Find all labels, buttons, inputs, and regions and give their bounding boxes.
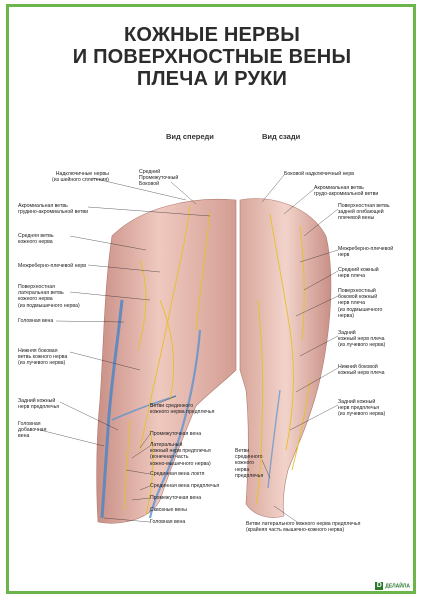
title-line-1: КОЖНЫЕ НЕРВЫ	[123, 24, 301, 46]
leader-line	[283, 188, 315, 215]
leader-line	[170, 181, 197, 205]
title-line-3: ПЛЕЧА И РУКИ	[136, 68, 288, 90]
front-view-heading: Вид спереди	[166, 132, 214, 141]
back-vein	[267, 389, 281, 489]
leader-line	[139, 433, 151, 449]
leader-line	[69, 235, 147, 251]
leader-line	[303, 270, 339, 291]
label-intermediate-vein-2: Промежуточная вена	[150, 495, 202, 501]
label-cephalic-vein-bottom: Головная вена	[150, 519, 186, 525]
label-perforating-veins: Сквозные вены	[150, 507, 188, 513]
leader-line	[299, 335, 339, 357]
leader-line	[303, 208, 339, 237]
leader-line	[87, 264, 161, 273]
leader-line	[261, 174, 285, 203]
leader-line	[69, 291, 151, 301]
leader-line	[39, 429, 105, 447]
leader-line	[261, 459, 271, 479]
leader-line	[149, 395, 177, 408]
leader-line	[59, 401, 119, 431]
label-leader-lines	[39, 174, 339, 525]
label-intercostobrachial-front: Межреберно-плечевой нерв	[18, 263, 86, 269]
publisher-logo-icon: D	[375, 582, 384, 590]
label-cephalic-vein-front: Головная вена	[18, 318, 54, 324]
leader-line	[295, 367, 339, 393]
front-arm-shape	[96, 199, 237, 524]
title-line-2: И ПОВЕРХНОСТНЫЕ ВЕНЫ	[72, 46, 352, 68]
back-arm-shape	[239, 198, 332, 518]
leader-line	[299, 249, 339, 263]
basilic-vein-front	[148, 329, 202, 519]
label-median-cubital-vein: Срединная вена локтя	[150, 471, 205, 477]
leader-line	[289, 404, 339, 431]
median-cubital-vein	[111, 395, 177, 421]
label-median-forearm-vein: Срединная вена предплечья	[150, 483, 220, 489]
leader-line	[131, 497, 151, 501]
leader-line	[273, 505, 301, 525]
leader-line	[55, 320, 125, 323]
leader-line	[139, 485, 151, 491]
leader-line	[131, 445, 151, 459]
label-supraclavicular-nerves: Надключичные нервы(из шейного сплетения)	[52, 171, 109, 184]
leader-line	[103, 517, 151, 523]
leader-line	[91, 177, 187, 201]
leader-line	[69, 351, 141, 371]
leader-line	[87, 206, 211, 217]
leader-line	[125, 469, 151, 475]
label-lateral-cutaneous-forearm-back: Ветви латерального кожного нерва предпле…	[246, 521, 361, 534]
label-intermediate-vein-1: Промежуточная вена	[150, 431, 202, 437]
label-lateral-supraclavicular-nerve: Боковой надключичный нерв	[284, 171, 354, 177]
cephalic-vein-front	[100, 299, 124, 519]
nerve-branches	[123, 205, 311, 516]
leader-line	[295, 295, 339, 317]
back-view-heading: Вид сзади	[262, 132, 301, 141]
